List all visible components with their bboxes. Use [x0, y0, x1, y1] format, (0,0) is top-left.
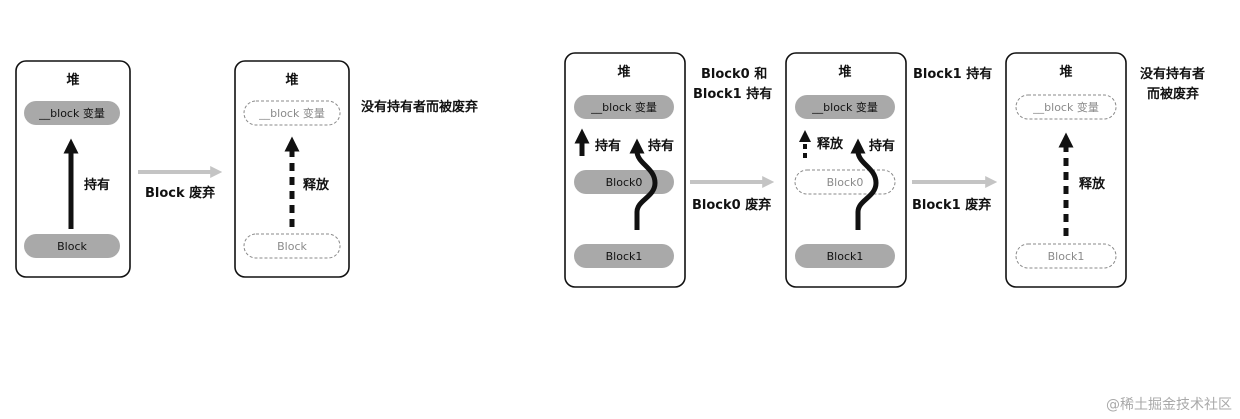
block-label: Block — [57, 240, 87, 253]
block1-ghost — [1015, 243, 1117, 269]
hold-label-left: 持有 — [595, 138, 621, 154]
block1-pill — [795, 244, 895, 268]
block0-pill — [574, 170, 674, 194]
heap-block1-hold: 堆 __block 变量 释放 Block0 持有 Block1 — [785, 52, 907, 288]
watermark: @稀土掘金技术社区 — [1106, 397, 1232, 413]
discarded-no-owner-label: 没有持有者而被废弃 — [361, 99, 478, 115]
heap-box — [564, 52, 686, 288]
block1-label: Block1 — [827, 250, 864, 263]
block-pill — [24, 234, 120, 258]
block-variable-ghost-label: __block 变量 — [1032, 100, 1099, 114]
block0-ghost-label: Block0 — [827, 176, 864, 189]
block-variable-pill — [795, 95, 895, 119]
block1-label: Block1 — [606, 250, 643, 263]
note-no-owner-line1: 没有持有者 — [1140, 66, 1205, 82]
block-variable-ghost — [1015, 94, 1117, 120]
hold-label: 持有 — [84, 177, 110, 193]
heap-title: 堆 — [285, 72, 298, 88]
heap-title: 堆 — [617, 64, 630, 80]
hold-arrow-curved — [850, 138, 879, 230]
heap-after-release: 堆 __block 变量 释放 Block — [234, 60, 350, 278]
block-variable-label: __block 变量 — [811, 100, 878, 114]
block-variable-ghost — [243, 100, 341, 126]
heap-box — [1005, 52, 1127, 288]
block-variable-label: __block 变量 — [38, 106, 105, 120]
heap-all-released: 堆 __block 变量 释放 Block1 — [1005, 52, 1127, 288]
note-no-owner-line2: 而被废弃 — [1147, 86, 1199, 102]
transition-label: Block0 废弃 — [692, 197, 771, 213]
block-ghost — [243, 233, 341, 259]
release-label: 释放 — [817, 136, 844, 152]
block-variable-pill — [574, 95, 674, 119]
hold-arrow-curved — [629, 138, 658, 230]
block-variable-pill — [24, 101, 120, 125]
release-label: 释放 — [303, 177, 330, 193]
heap-box — [234, 60, 350, 278]
heap-title: 堆 — [66, 72, 79, 88]
block0-ghost — [794, 169, 896, 195]
block-variable-ghost-label: __block 变量 — [258, 106, 325, 120]
transition-block0-discard: Block0 废弃 — [690, 176, 775, 213]
block0-label: Block0 — [606, 176, 643, 189]
heap-box — [785, 52, 907, 288]
heap-title: 堆 — [838, 64, 851, 80]
heap-box — [15, 60, 131, 278]
block-variable-label: __block 变量 — [590, 100, 657, 114]
note-block1-hold: Block1 持有 — [913, 66, 992, 82]
heap-shared-hold: 堆 __block 变量 持有 Block0 持有 Block1 — [564, 52, 686, 288]
transition-label: Block 废弃 — [145, 185, 215, 201]
note-both-hold-line2: Block1 持有 — [693, 86, 772, 102]
release-label: 释放 — [1079, 176, 1106, 192]
heap-before-release: 堆 __block 变量 持有 Block — [15, 60, 131, 278]
diagram-two-blocks: 堆 __block 变量 持有 Block0 持有 Block1 Block0 … — [564, 52, 1205, 288]
diagram-single-block: 堆 __block 变量 持有 Block Block 废弃 堆 __block… — [15, 60, 478, 278]
block1-pill — [574, 244, 674, 268]
hold-label: 持有 — [869, 138, 895, 154]
transition-block-discard: Block 废弃 — [138, 166, 223, 201]
transition-block1-discard: Block1 废弃 — [912, 176, 998, 213]
block1-ghost-label: Block1 — [1048, 250, 1085, 263]
hold-label-right: 持有 — [648, 138, 674, 154]
block-ghost-label: Block — [277, 240, 307, 253]
heap-title: 堆 — [1059, 64, 1072, 80]
note-both-hold-line1: Block0 和 — [701, 66, 767, 82]
transition-label: Block1 废弃 — [912, 197, 991, 213]
